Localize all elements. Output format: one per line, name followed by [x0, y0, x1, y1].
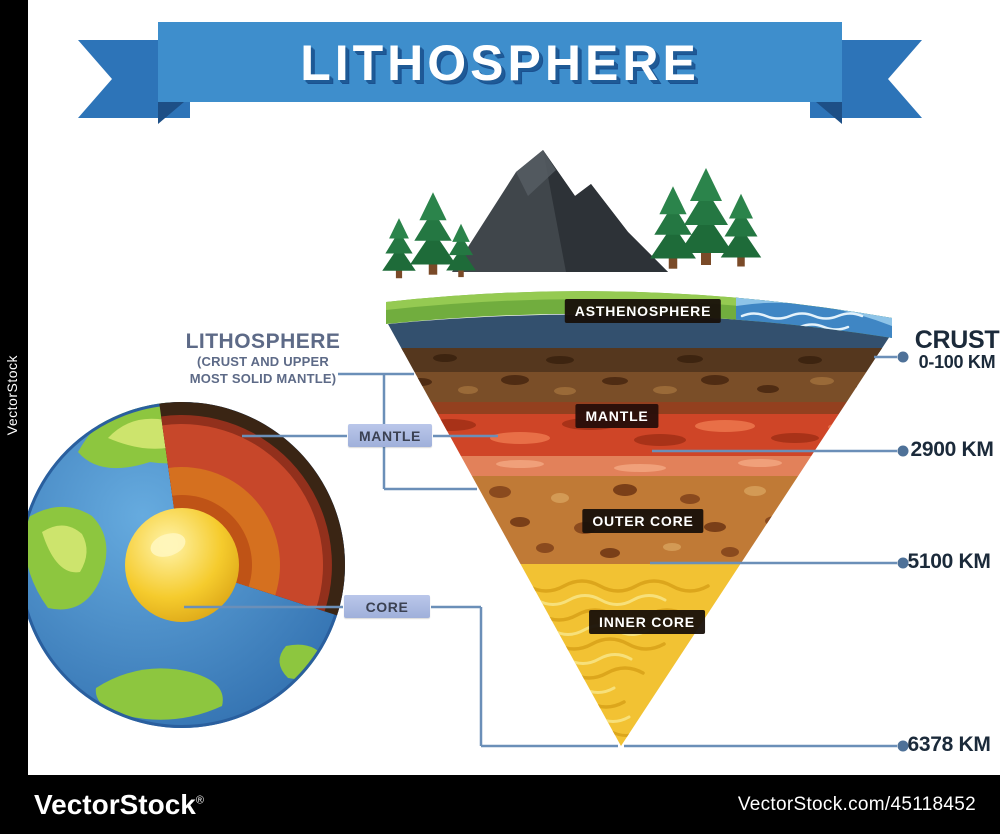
watermark-side-bar: VectorStock — [0, 0, 28, 775]
core-badge: CORE — [344, 595, 430, 618]
page-title: LITHOSPHERE — [300, 35, 700, 91]
ribbon-fold-right — [816, 102, 842, 124]
asthenosphere-label: ASTHENOSPHERE — [564, 299, 722, 323]
mantle-badge: MANTLE — [348, 424, 432, 447]
lithosphere-label-title: LITHOSPHERE — [185, 330, 341, 353]
depth-dot-6378 — [897, 740, 909, 752]
watermark-credit: VectorStock.com/45118452 — [737, 793, 976, 815]
ribbon-banner — [78, 22, 922, 124]
mountain-icon — [452, 150, 668, 272]
registered-mark: ® — [195, 794, 204, 807]
depth-dot-5100 — [897, 557, 909, 569]
lithosphere-label-sub2: MOST SOLID MANTLE) — [189, 370, 337, 386]
depth-dot-2900 — [897, 445, 909, 457]
depth-label-6378: 6378 KM — [907, 733, 991, 756]
globe-cutaway — [19, 402, 345, 728]
lithosphere-label-block: LITHOSPHERE (CRUST AND UPPER MOST SOLID … — [186, 330, 341, 388]
depth-crust-range: 0-100 KM — [918, 352, 996, 373]
connector-lines — [184, 355, 897, 748]
watermark-bottom-bar: VectorStock® VectorStock.com/45118452 — [0, 775, 1000, 834]
depth-label-5100: 5100 KM — [907, 550, 991, 573]
depth-label-crust: CRUST 0-100 KM — [915, 327, 1000, 373]
watermark-brand: VectorStock® — [34, 789, 204, 821]
ribbon-fold-left — [158, 102, 184, 124]
outer-core-label: OUTER CORE — [582, 509, 704, 533]
inner-core-ball — [125, 508, 239, 622]
watermark-vertical-text: VectorStock — [4, 355, 20, 436]
watermark-brand-text: VectorStock — [34, 788, 196, 820]
mantle-layer-label: MANTLE — [575, 404, 659, 428]
depth-dot-crust — [897, 351, 909, 363]
ribbon-band — [158, 22, 842, 102]
depth-crust-title: CRUST — [914, 326, 1000, 354]
depth-label-2900: 2900 KM — [910, 438, 994, 461]
inner-core-label: INNER CORE — [589, 610, 705, 634]
depth-dots — [897, 351, 909, 752]
lithosphere-label-sub1: (CRUST AND UPPER — [196, 354, 330, 369]
